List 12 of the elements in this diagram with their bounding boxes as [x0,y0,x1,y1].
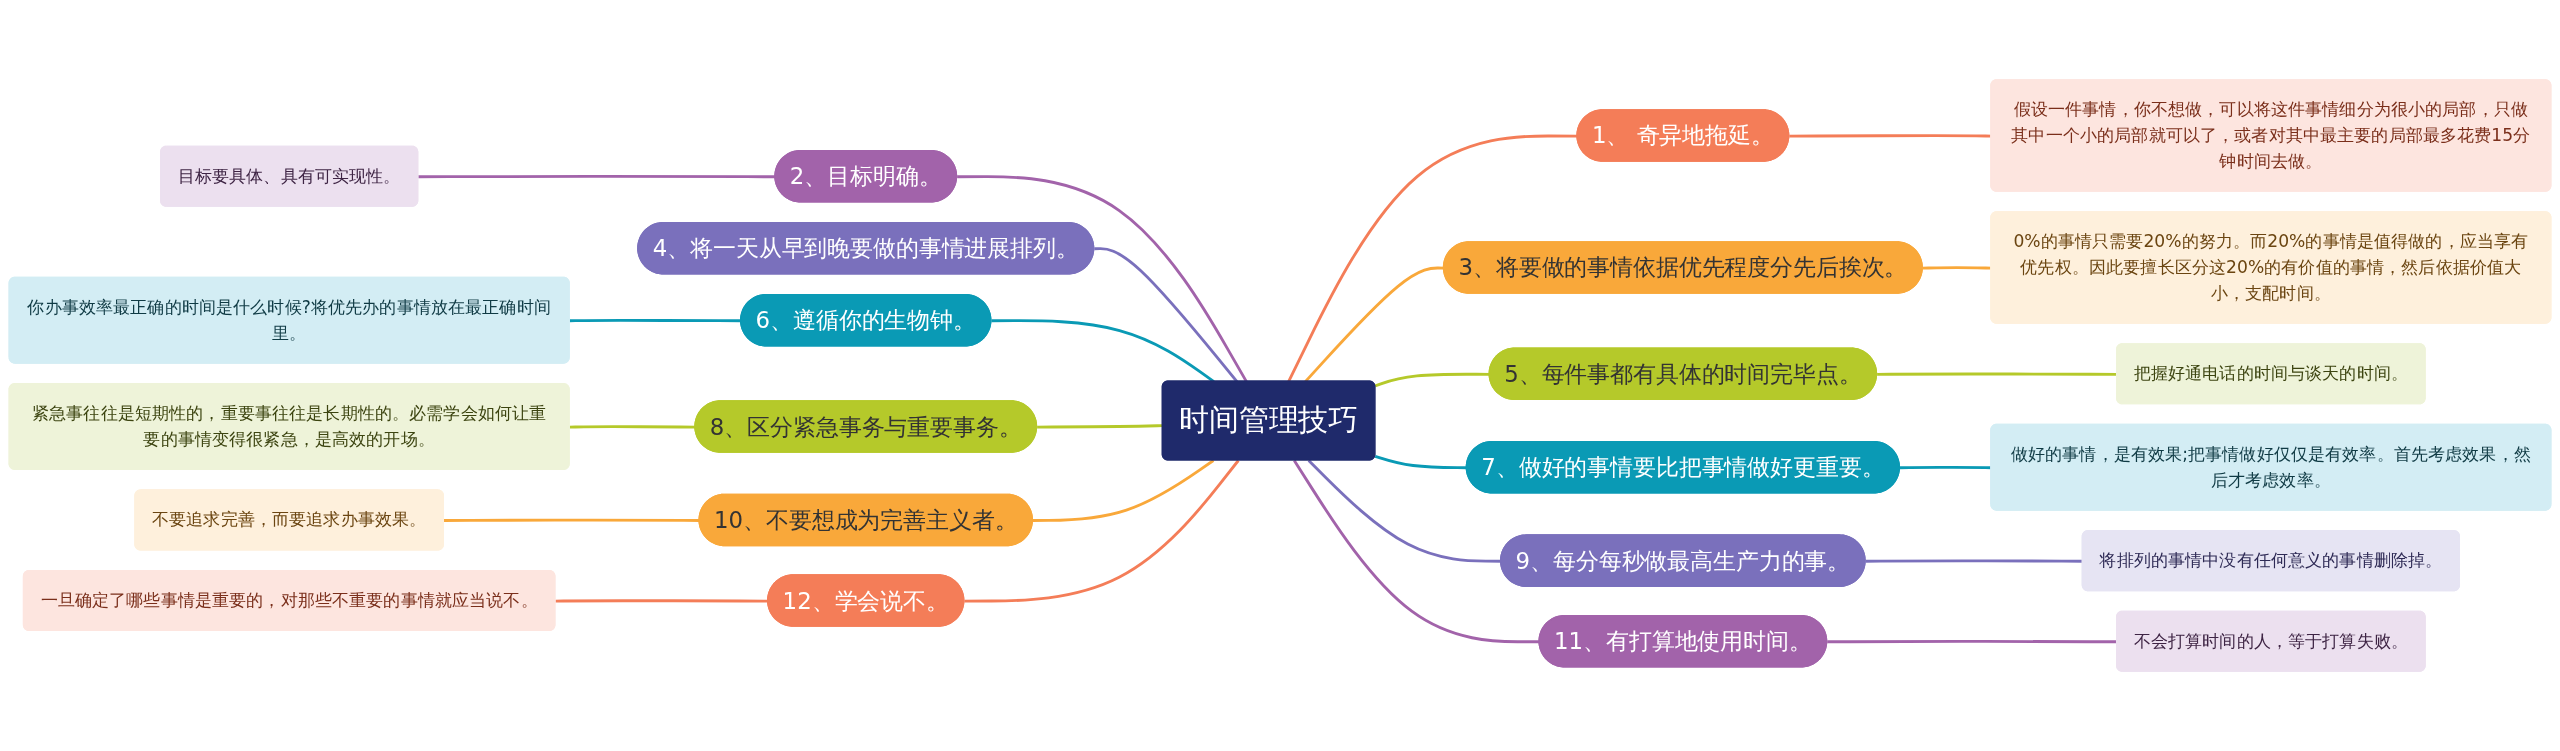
connector [964,459,1240,603]
connector [1374,454,1467,470]
connector [991,319,1215,383]
connector [444,518,700,522]
connector [1037,424,1163,429]
connector [1293,459,1540,644]
connector [418,174,776,179]
connector [1865,559,2083,563]
connector [1032,459,1215,522]
connector [1374,372,1490,388]
connector [1094,247,1239,383]
connector [957,175,1248,383]
